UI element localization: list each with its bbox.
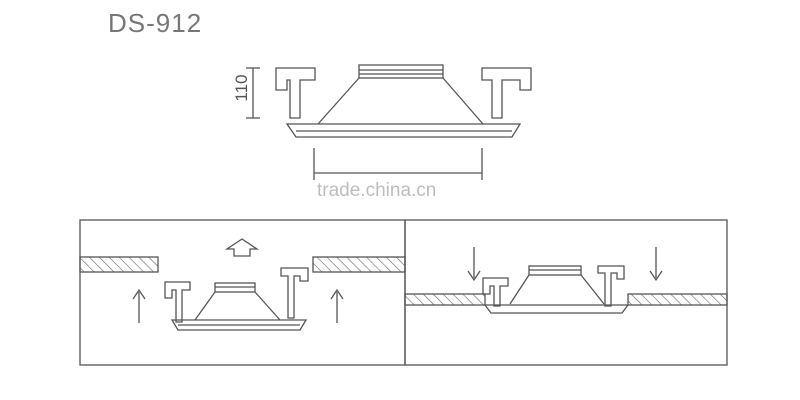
ceiling-board-left <box>79 256 159 273</box>
watermark-text: trade.china.cn <box>317 180 437 201</box>
arrow-down-icon <box>649 247 663 282</box>
speaker-side-view <box>246 64 532 180</box>
right-clip <box>481 67 532 119</box>
step-2-right-clip <box>597 265 625 307</box>
arrow-up-icon <box>132 288 146 323</box>
arrow-down-icon <box>467 247 481 282</box>
ceiling-board-right <box>312 256 406 273</box>
speaker-flange <box>285 123 522 138</box>
installed-ceiling-right <box>627 293 728 306</box>
installed-ceiling-left <box>404 293 486 306</box>
step-1-right-clip <box>280 267 309 319</box>
step-1-left-clip <box>164 281 191 323</box>
arrow-up-hollow-icon <box>224 238 260 257</box>
height-dimension-line <box>246 67 260 119</box>
left-clip <box>275 67 316 119</box>
arrow-up-icon <box>330 288 344 323</box>
product-title: DS-912 <box>108 8 203 38</box>
step-1-flange <box>170 319 308 331</box>
step-2-left-clip <box>482 277 509 307</box>
step-1-content <box>79 238 406 331</box>
step-2-panel <box>404 219 728 366</box>
installation-steps <box>79 219 728 366</box>
cutout-dimension-line <box>313 148 483 180</box>
speaker-magnet <box>358 64 444 79</box>
step-2-flange <box>483 304 630 314</box>
step-2-content <box>404 247 728 314</box>
